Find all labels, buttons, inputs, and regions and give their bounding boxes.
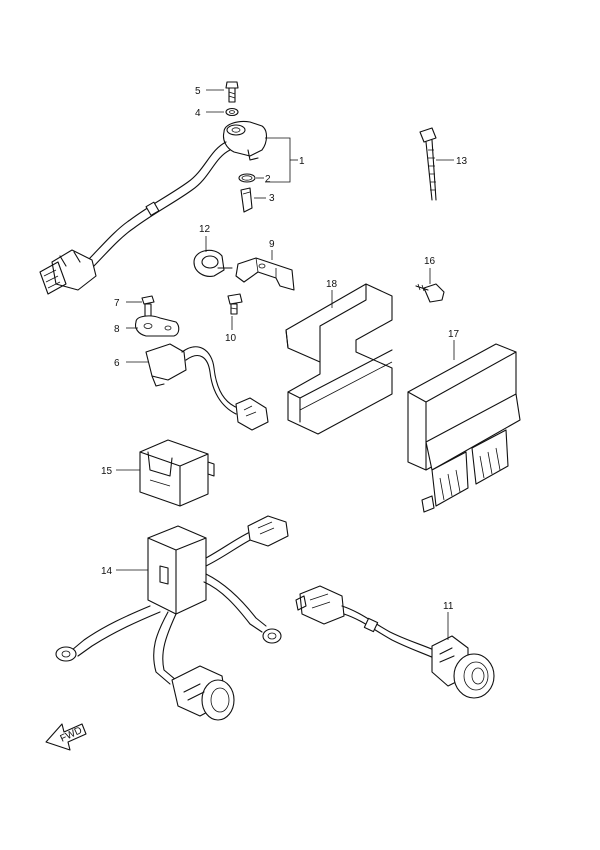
callout-11: 11 — [443, 601, 454, 612]
bolt-part-7 — [141, 295, 155, 317]
callout-13: 13 — [456, 156, 468, 167]
cable-tie-part-13 — [419, 127, 437, 201]
switch-body — [431, 635, 495, 699]
callout-12: 12 — [199, 224, 211, 235]
callout-9: 9 — [269, 239, 275, 250]
sensor-harness-assembly — [39, 81, 298, 295]
callout-1: 1 — [299, 156, 305, 167]
callout-10: 10 — [225, 333, 237, 344]
callout-14: 14 — [101, 566, 113, 577]
plate-part-8 — [134, 315, 180, 337]
ring-terminal-left — [55, 646, 77, 662]
relay-cover-part-15 — [139, 439, 215, 507]
sensor-body — [222, 120, 268, 161]
callout-2: 2 — [265, 174, 271, 185]
relay-harness-part-14 — [55, 515, 289, 721]
clamp-part-12 — [193, 249, 233, 277]
switch-harness-part-11 — [295, 585, 495, 699]
callout-7: 7 — [114, 298, 120, 309]
harness-connector-3 — [247, 515, 289, 547]
bolt-part-16 — [415, 283, 445, 303]
round-connector — [171, 665, 235, 721]
leader-lines — [116, 89, 455, 640]
ring-terminal-right — [262, 628, 282, 644]
sensor-harness-assembly-2 — [134, 295, 269, 431]
callout-18: 18 — [326, 279, 338, 290]
forward-arrow-icon: FWD — [45, 723, 87, 751]
o-ring-part-2 — [238, 173, 256, 183]
sensor-part-6 — [145, 343, 187, 387]
callout-8: 8 — [114, 324, 120, 335]
callout-17: 17 — [448, 329, 460, 340]
bolt-part-5 — [225, 81, 239, 103]
callout-3: 3 — [269, 193, 275, 204]
bracket-part-9 — [235, 257, 295, 291]
clip-part-3 — [240, 187, 253, 213]
harness-connector-1 — [39, 249, 97, 295]
ecu-cover-part-18 — [285, 283, 393, 435]
callout-5: 5 — [195, 86, 201, 97]
callout-labels: 1 2 3 4 5 6 7 8 9 10 11 12 13 14 15 16 1… — [101, 86, 468, 612]
harness-connector-4 — [295, 585, 345, 625]
ecu-part-17 — [407, 343, 521, 513]
callout-16: 16 — [424, 256, 436, 267]
callout-4: 4 — [195, 108, 201, 119]
callout-6: 6 — [114, 358, 120, 369]
callout-15: 15 — [101, 466, 113, 477]
harness-connector-2 — [235, 397, 269, 431]
washer-part-4 — [225, 107, 239, 117]
bolt-part-10 — [227, 293, 243, 315]
